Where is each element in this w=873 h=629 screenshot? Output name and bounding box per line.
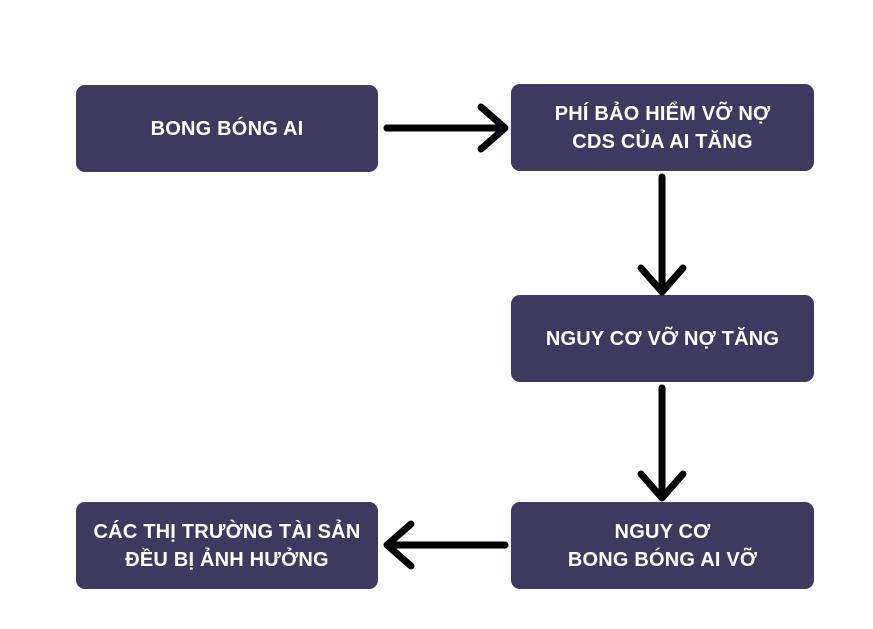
arrow-down-icon (637, 173, 687, 296)
node-label-line: PHÍ BẢO HIỂM VỠ NỢ (554, 102, 771, 125)
node-label-line: ĐỀU BỊ ẢNH HƯỞNG (125, 548, 329, 571)
node-label-line: NGUY CƠ (614, 520, 711, 543)
arrow-left-icon (383, 520, 509, 570)
node-label-line: NGUY CƠ VỠ NỢ TĂNG (545, 327, 780, 350)
arrow-down-icon (637, 384, 687, 502)
node-cds-premium-rises: PHÍ BẢO HIỂM VỠ NỢ CDS CỦA AI TĂNG (511, 84, 814, 171)
node-label-line: BONG BÓNG AI (150, 117, 304, 140)
node-ai-bubble-burst-risk: NGUY CƠ BONG BÓNG AI VỠ (511, 502, 814, 589)
node-asset-markets-affected: CÁC THỊ TRƯỜNG TÀI SẢN ĐỀU BỊ ẢNH HƯỞNG (76, 502, 378, 589)
node-label-line: CÁC THỊ TRƯỜNG TÀI SẢN (93, 520, 361, 543)
node-ai-bubble: BONG BÓNG AI (76, 85, 378, 172)
arrow-right-icon (383, 103, 509, 153)
node-label-line: BONG BÓNG AI VỠ (567, 548, 758, 571)
node-label-line: CDS CỦA AI TĂNG (572, 130, 753, 153)
node-default-risk-rises: NGUY CƠ VỠ NỢ TĂNG (511, 295, 814, 382)
